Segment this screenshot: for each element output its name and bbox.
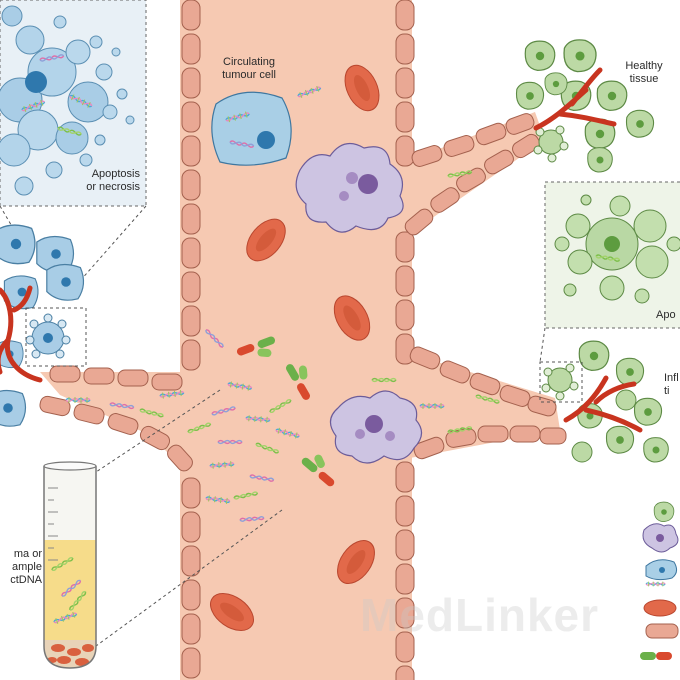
- immune-cell: [329, 390, 423, 464]
- circulating-tumour-cell: [211, 91, 292, 166]
- healthy-tissue: [515, 39, 655, 173]
- apoptotic-tumour-cell: [25, 313, 71, 359]
- apoptosis-inset-right: [544, 181, 680, 329]
- sample-connector: [95, 389, 221, 473]
- blood-vessel: [39, 0, 567, 680]
- immune-cell: [295, 142, 404, 233]
- watermark: MedLinker: [360, 589, 600, 641]
- apoptosis-necrosis-label: Apoptosis or necrosis: [86, 168, 140, 193]
- apoptosis-inset-left: [0, 0, 147, 207]
- blood-sample-tube: [43, 461, 97, 669]
- apoptosis-right-label: Apo: [656, 309, 676, 321]
- apoptotic-tumour-cell-cluster: [0, 5, 135, 196]
- circulating-tumour-cell-label: Circulating tumour cell: [222, 56, 276, 81]
- apoptotic-inflamed-cell: [541, 363, 637, 463]
- plasma-sample-label: ma or ample ctDNA: [10, 548, 42, 586]
- inflamed-tissue-label: Infl ti: [664, 372, 679, 397]
- legend: [640, 501, 679, 660]
- apoptotic-healthy-cell: [533, 125, 569, 163]
- sample-connector: [95, 509, 283, 647]
- inflamed-tissue: [539, 340, 669, 463]
- inset-connector: [71, 205, 147, 291]
- tumour-tissue: [0, 224, 87, 427]
- healthy-tissue-label: Healthy tissue: [625, 60, 663, 85]
- inset-connector: [539, 327, 546, 363]
